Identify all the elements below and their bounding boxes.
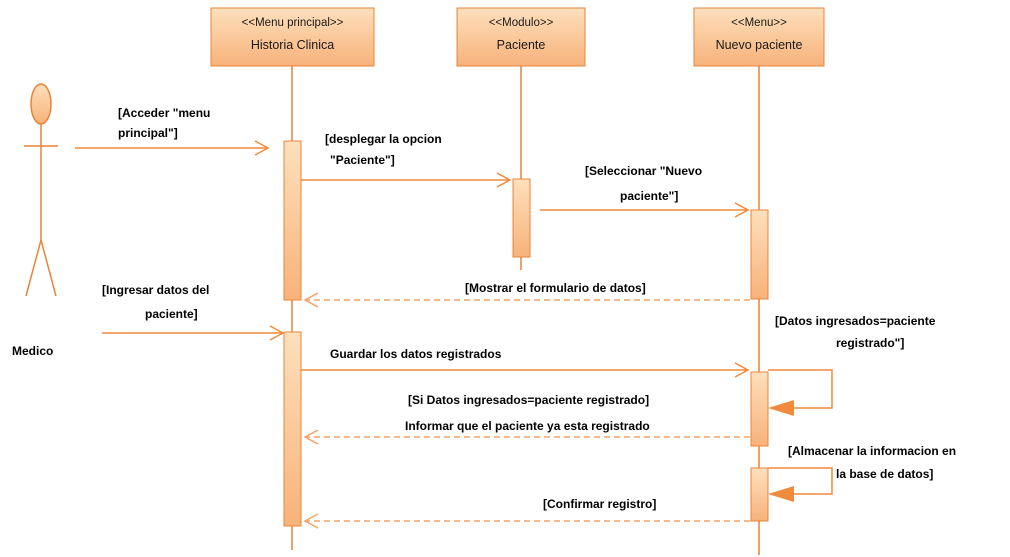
arrow-head [303,513,319,529]
self-message-arrow [768,369,833,409]
arrow-head [734,202,750,218]
self-message-arrow [768,467,833,495]
lifeline-header-box [693,7,825,67]
message-acceder-menu-principal: [Acceder "menu principal"] [75,106,270,156]
lifeline-header-box [210,7,375,67]
actor-leg-right [40,239,57,297]
message-label: [Confirmar registro] [543,497,656,511]
activation-bar [750,209,769,300]
message-desplegar-opcion-paciente: [desplegar la opcion "Paciente"] [301,132,512,188]
message-guardar-datos: Guardar los datos registrados [301,347,750,378]
message-label: [desplegar la opcion "Paciente"] [325,132,445,167]
arrow-head [303,429,319,445]
message-label: [Acceder "menu principal"] [118,106,214,140]
arrow-head [303,292,319,308]
lifeline-name: Paciente [497,38,546,52]
activation-bar [283,140,302,301]
actor-leg-left [25,239,42,297]
lifeline-header-box [456,7,586,67]
message-label: Guardar los datos registrados [330,347,502,361]
message-mostrar-formulario: [Mostrar el formulario de datos] [303,281,750,308]
message-datos-ingresados-self: [Datos ingresados=paciente registrado"] [768,314,939,416]
actor-medico: Medico [12,83,58,358]
activation-bar [750,371,769,447]
message-confirmar-registro: [Confirmar registro] [303,497,750,529]
message-almacenar-informacion-self: [Almacenar la informacion en la base de … [768,444,959,502]
lifeline-name: Nuevo paciente [716,38,803,52]
message-label: [Si Datos ingresados=paciente registrado… [405,393,652,433]
actor-head [30,83,52,125]
message-ingresar-datos-paciente: [Ingresar datos del paciente] [102,283,285,341]
activation-bar [283,331,302,527]
arrow-head [269,325,285,341]
message-label: [Ingresar datos del paciente] [102,283,213,321]
lifeline-nuevo-paciente: <<Menu>> Nuevo paciente [693,7,825,555]
arrow-head [496,172,512,188]
arrow-head [768,486,794,502]
lifeline-stereotype: <<Menu principal>> [242,17,344,29]
message-label: [Datos ingresados=paciente registrado"] [775,314,939,350]
activation-bar [750,467,769,522]
lifeline-name: Historia Clinica [251,38,334,52]
message-informar-paciente-registrado: [Si Datos ingresados=paciente registrado… [303,393,750,445]
message-label: [Mostrar el formulario de datos] [465,281,646,295]
lifeline-paciente: <<Modulo>> Paciente [456,7,586,270]
message-label: [Seleccionar "Nuevo paciente"] [585,164,705,203]
arrow-head [254,140,270,156]
actor-name: Medico [12,344,53,358]
lifeline-historia-clinica: <<Menu principal>> Historia Clinica [210,7,375,550]
lifeline-stereotype: <<Modulo>> [489,17,554,29]
arrow-head [734,362,750,378]
message-label: [Almacenar la informacion en la base de … [788,444,959,481]
arrow-head [768,400,794,416]
activation-bar [512,178,531,258]
message-seleccionar-nuevo-paciente: [Seleccionar "Nuevo paciente"] [540,164,750,218]
lifeline-stereotype: <<Menu>> [731,17,787,29]
